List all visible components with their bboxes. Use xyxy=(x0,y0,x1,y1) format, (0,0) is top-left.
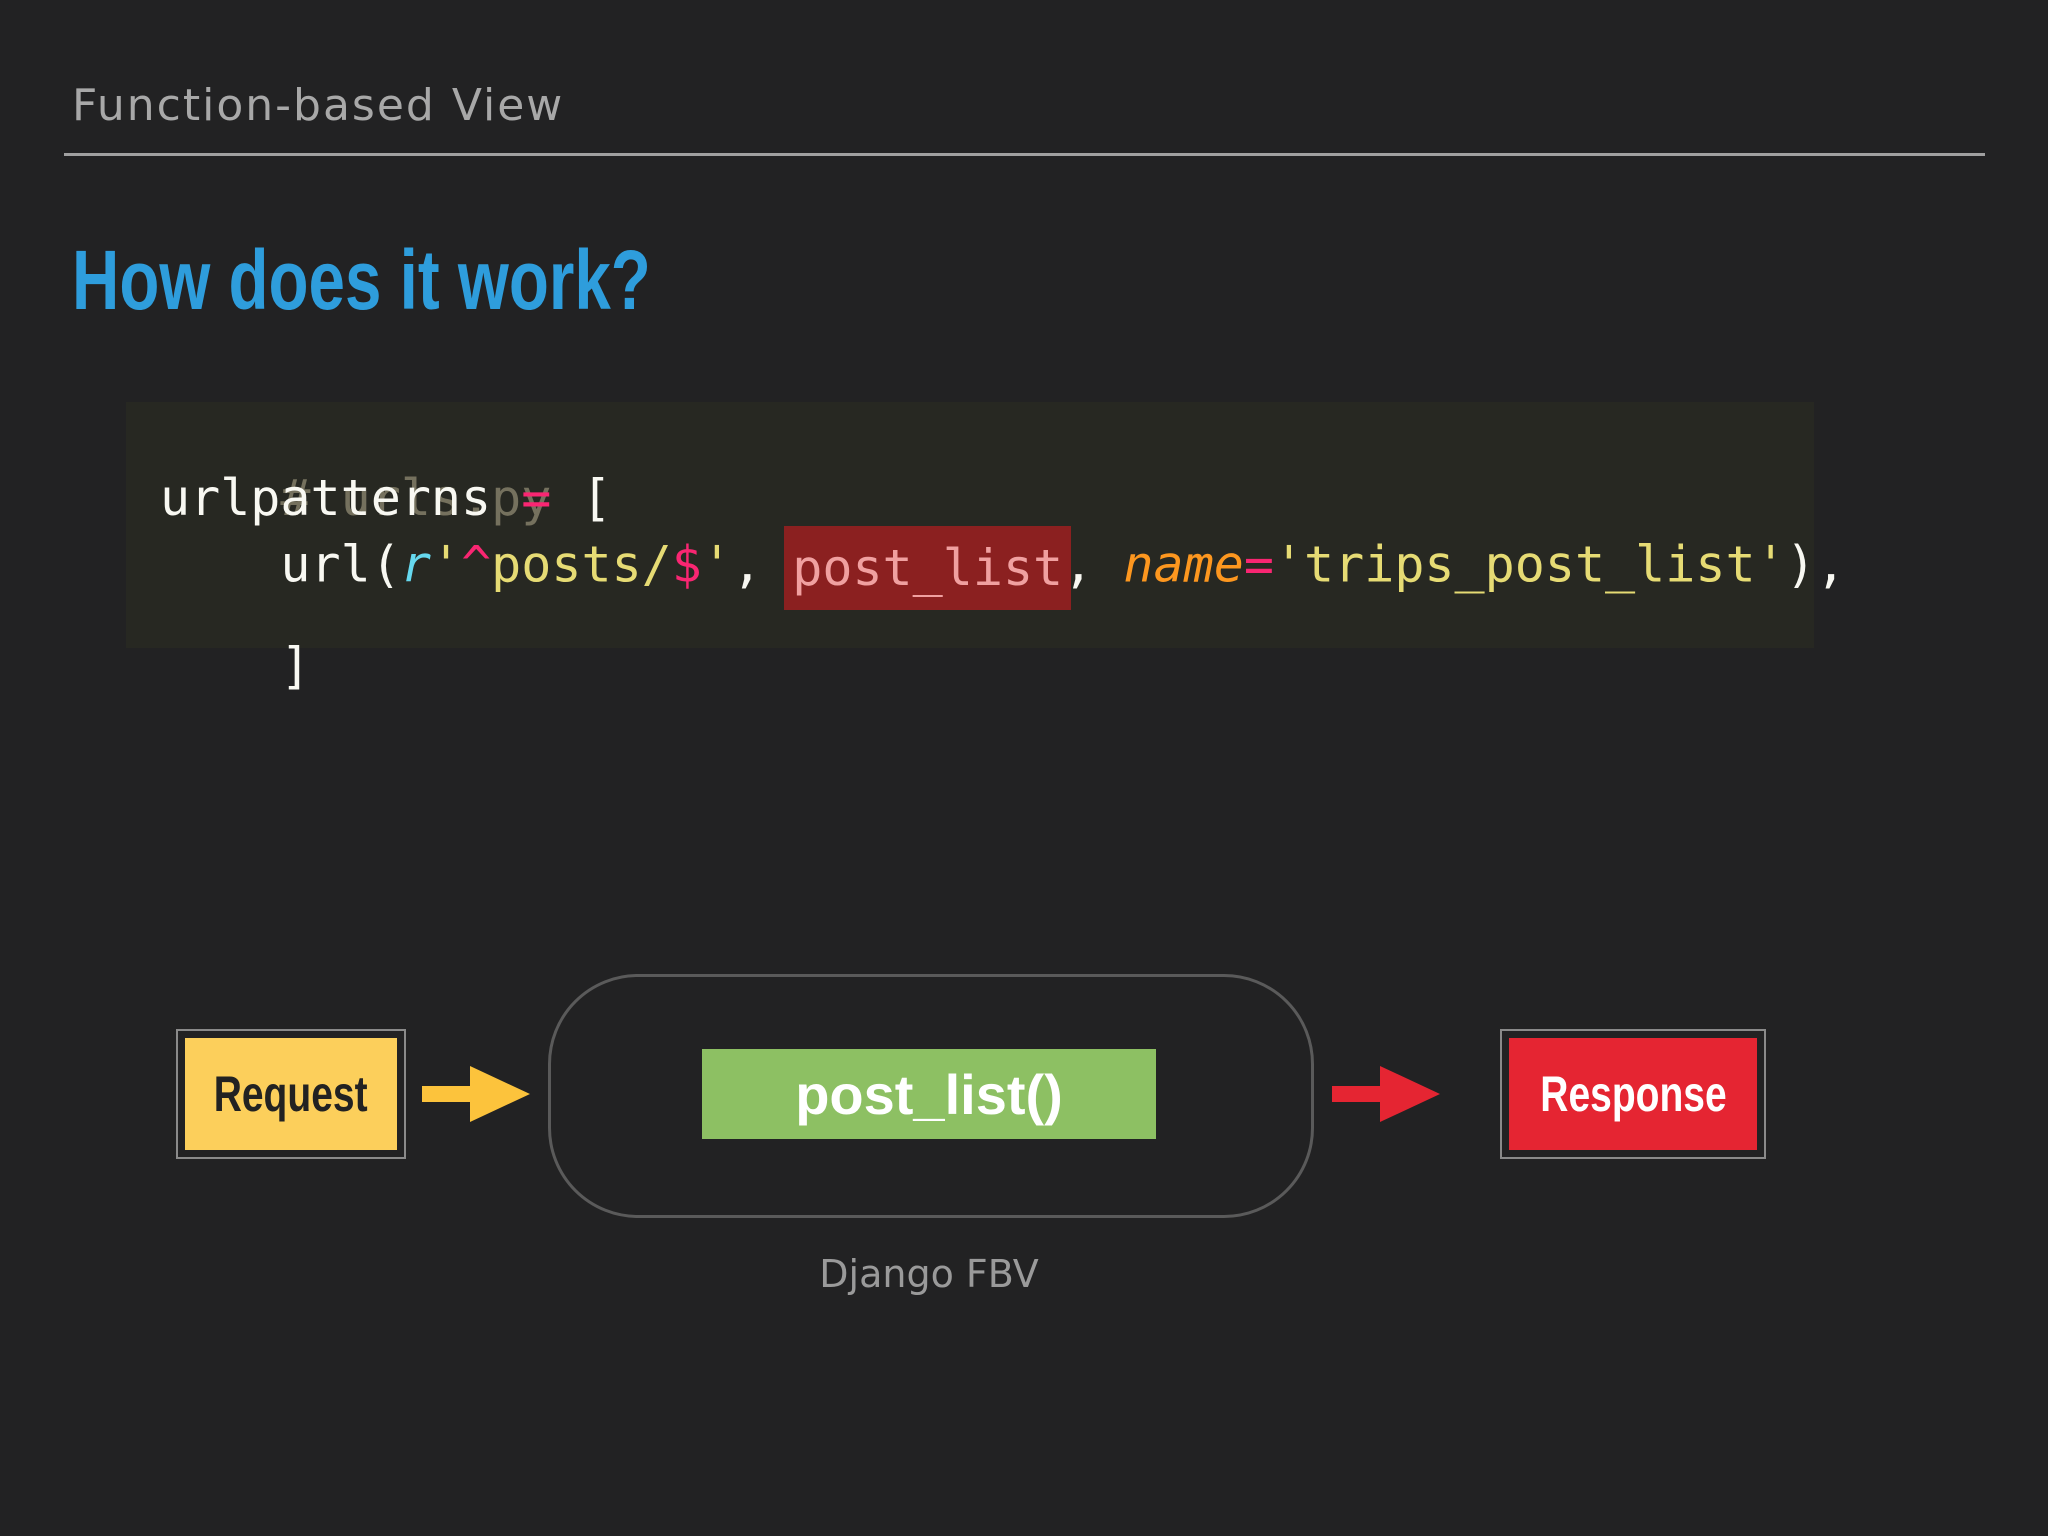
code-quote-open: ' xyxy=(430,535,462,594)
arrow-view-to-response xyxy=(1332,1066,1440,1122)
code-name-string: 'trips_post_list' xyxy=(1273,535,1786,594)
code-comment: # urls.py xyxy=(280,469,552,527)
code-line-2: urlpatterns = [ xyxy=(160,470,612,526)
slide-heading: How does it work? xyxy=(72,233,651,327)
response-label: Response xyxy=(1539,1066,1727,1122)
code-comma-1: , xyxy=(732,535,793,594)
arrow-out-shape xyxy=(1332,1066,1440,1122)
code-dollar: $ xyxy=(671,535,702,594)
code-path: posts/ xyxy=(491,535,672,594)
section-divider xyxy=(64,153,1985,156)
code-name-kwarg: name xyxy=(1123,535,1244,594)
code-line-1: # urls.py xyxy=(160,414,551,582)
view-function-box: post_list() xyxy=(702,1049,1156,1139)
code-close-bracket: ] xyxy=(280,637,311,695)
code-raw-prefix: r xyxy=(400,535,431,594)
request-box: Request xyxy=(176,1029,406,1159)
code-block: # urls.py urlpatterns = [ url(r'^posts/$… xyxy=(126,402,1846,694)
code-line-3: url(r'^posts/$', post_list, name='trips_… xyxy=(160,526,1846,610)
code-urlpatterns: urlpatterns xyxy=(160,469,492,527)
code-quote-close: ' xyxy=(701,535,733,594)
diagram-caption: Django FBV xyxy=(819,1252,1039,1296)
response-box-fill: Response xyxy=(1509,1038,1757,1150)
code-caret: ^ xyxy=(461,535,492,594)
arrow-request-to-view xyxy=(422,1066,530,1122)
arrow-in-shape xyxy=(422,1066,530,1122)
code-assign-op: = xyxy=(521,469,552,527)
request-label: Request xyxy=(214,1066,368,1122)
code-line-4: ] xyxy=(160,582,311,750)
request-box-fill: Request xyxy=(185,1038,397,1150)
code-close-paren: ), xyxy=(1785,535,1846,594)
code-open-bracket: [ xyxy=(581,469,612,527)
django-fbv-container xyxy=(548,974,1314,1218)
code-view-highlight: post_list xyxy=(784,526,1072,610)
response-box: Response xyxy=(1500,1029,1766,1159)
code-equals: = xyxy=(1243,535,1274,594)
section-title: Function-based View xyxy=(72,80,565,131)
view-function-label: post_list() xyxy=(795,1062,1063,1126)
code-comma-2: , xyxy=(1063,535,1124,594)
code-url-func: url( xyxy=(280,535,401,594)
